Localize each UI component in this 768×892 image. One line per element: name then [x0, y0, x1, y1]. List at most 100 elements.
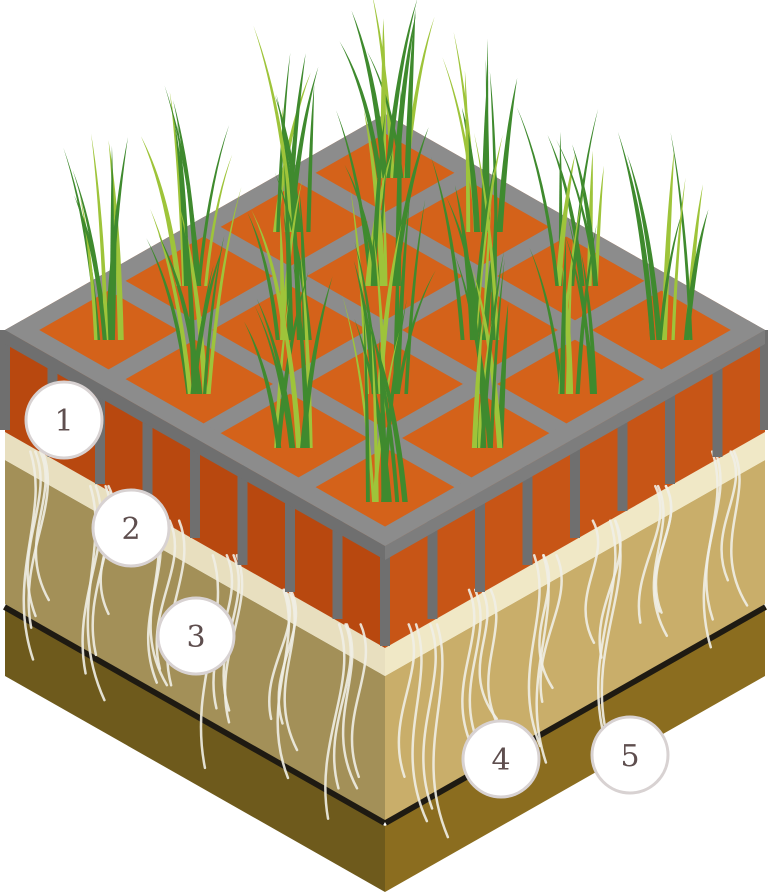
grid-post [570, 438, 580, 538]
grass-blade [485, 59, 490, 233]
callout-5: 5 [590, 715, 670, 795]
grid-rim-left [5, 330, 385, 560]
root-strand [86, 484, 106, 702]
grass-blade [203, 235, 225, 394]
root-strand [283, 588, 299, 752]
grass-blade [197, 124, 230, 286]
root-strand [332, 623, 352, 790]
grass-blade [404, 199, 426, 394]
grass-blade [353, 260, 377, 394]
grass-blade [430, 156, 465, 340]
grass-blade [362, 296, 400, 502]
root-strand [702, 450, 719, 649]
grass-blade [247, 212, 280, 340]
grass-blade [683, 209, 709, 340]
grid-post [285, 492, 295, 592]
grid-post [475, 492, 485, 592]
root-strand [584, 519, 600, 645]
grass-blade [364, 315, 408, 502]
root-strand [600, 519, 622, 727]
grass-blade [285, 139, 303, 340]
root-strand [397, 623, 416, 779]
grid-post [665, 384, 675, 484]
grass-blade [256, 298, 296, 448]
callout-1: 1 [24, 380, 104, 460]
callout-2-label: 2 [121, 512, 140, 547]
grass-blade [471, 267, 503, 448]
grid-post [142, 411, 153, 511]
grass-blade [559, 236, 567, 394]
grass-blade [474, 132, 500, 340]
grass-blade [404, 8, 416, 178]
grass-blade [158, 234, 203, 394]
grass-blade [109, 145, 115, 340]
grass-blade [363, 310, 370, 502]
grass-blade [471, 315, 484, 448]
separator-line-right [383, 602, 767, 826]
grass-blade [446, 197, 484, 340]
grid-post [427, 519, 438, 619]
grid-rim-right [385, 330, 765, 560]
root-strand [597, 519, 617, 729]
grass-blade [658, 211, 683, 340]
grass-blade [253, 25, 295, 232]
grass-blade [274, 95, 302, 233]
grid-post [0, 330, 10, 430]
grass-blade [206, 187, 242, 394]
grass-blade [204, 154, 233, 286]
callout-4: 4 [461, 719, 541, 799]
grid-post [237, 465, 248, 565]
grass-blade [373, 0, 395, 178]
root-strand [26, 450, 42, 618]
grass-blade [395, 89, 402, 286]
grass-blade [169, 91, 187, 286]
grass-blade [403, 16, 435, 179]
root-strand [527, 554, 542, 748]
grass-blade [480, 250, 505, 448]
grass-blade [384, 0, 418, 178]
grass-blade [274, 172, 312, 340]
grid-bar [367, 320, 765, 546]
grass-blade [190, 246, 223, 394]
root-strand [422, 623, 437, 810]
callout-2: 2 [91, 488, 171, 568]
grass-blade [626, 159, 655, 340]
root-strand [468, 588, 483, 751]
grass-blade [182, 195, 197, 394]
root-strand [478, 588, 499, 721]
grass-blade [496, 78, 518, 232]
grass-blade [570, 108, 599, 286]
grass-blade [670, 132, 693, 340]
root-strand [350, 623, 368, 779]
grass-blade [344, 164, 379, 286]
grass-blade [150, 208, 193, 394]
grass-blade [140, 136, 182, 286]
grass-blade [575, 224, 597, 394]
grass-blade [497, 303, 509, 448]
grass-blade [342, 294, 376, 502]
grass-blade [461, 107, 481, 232]
grass-blade [567, 214, 594, 394]
grass-blade [464, 70, 471, 232]
grass-blade [244, 321, 282, 448]
grass-blade [175, 129, 188, 286]
callout-3: 3 [156, 596, 236, 676]
grass-blade [339, 41, 382, 179]
callout-4-label: 4 [491, 743, 510, 778]
grass-blade [91, 133, 109, 340]
root-strand [637, 484, 662, 624]
grass-blade [280, 178, 303, 340]
root-strand [155, 519, 177, 671]
root-strand [324, 623, 346, 820]
grass-blade [271, 270, 302, 448]
callout-3-label: 3 [186, 620, 205, 655]
root-strand [538, 554, 554, 690]
root-strand [461, 588, 476, 748]
root-strand [539, 554, 563, 703]
callout-5-label: 5 [620, 739, 639, 774]
grass-blade [72, 169, 107, 340]
grass-blade [454, 185, 476, 340]
grass-blade [372, 231, 387, 394]
grid-post [332, 519, 343, 619]
grid-post [190, 438, 200, 538]
